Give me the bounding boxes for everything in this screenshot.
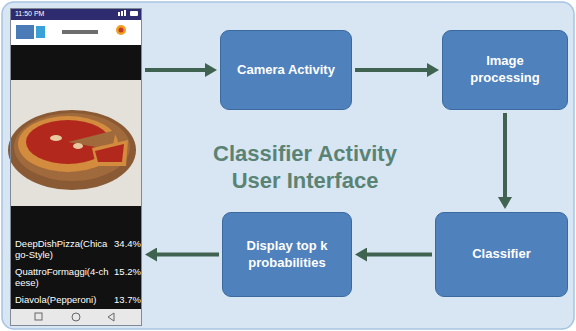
flow-arrow: [503, 113, 507, 197]
box-label: Classifier: [472, 246, 531, 263]
process-box: Image processing: [442, 30, 568, 110]
center-heading: Classifier Activity User Interface: [200, 140, 410, 194]
process-box: Camera Activity: [220, 30, 352, 110]
probability: 15.2%: [109, 267, 141, 278]
probability: 34.4%: [109, 239, 141, 250]
probability: 13.7%: [109, 295, 141, 306]
process-box: Display top k probabilities: [222, 212, 352, 297]
flow-arrow: [145, 68, 205, 72]
class-name: Diavola(Pepperoni): [15, 295, 109, 306]
class-name: QuattroFormaggi(4-cheese): [15, 267, 109, 289]
status-time: 11:50 PM: [15, 10, 75, 18]
box-label: Camera Activity: [237, 62, 335, 79]
flow-arrow: [367, 253, 432, 257]
box-label: Display top k probabilities: [231, 238, 343, 272]
flow-arrow: [157, 253, 219, 257]
phone-screen: 11:50 PM DeepDishPizza(Chicago-Style)34.4…: [10, 8, 142, 326]
process-box: Classifier: [435, 212, 568, 297]
box-label: Image processing: [460, 53, 550, 87]
class-name: DeepDishPizza(Chicago-Style): [15, 239, 109, 261]
flow-arrow: [355, 68, 427, 72]
phone-screen: [8, 8, 142, 326]
